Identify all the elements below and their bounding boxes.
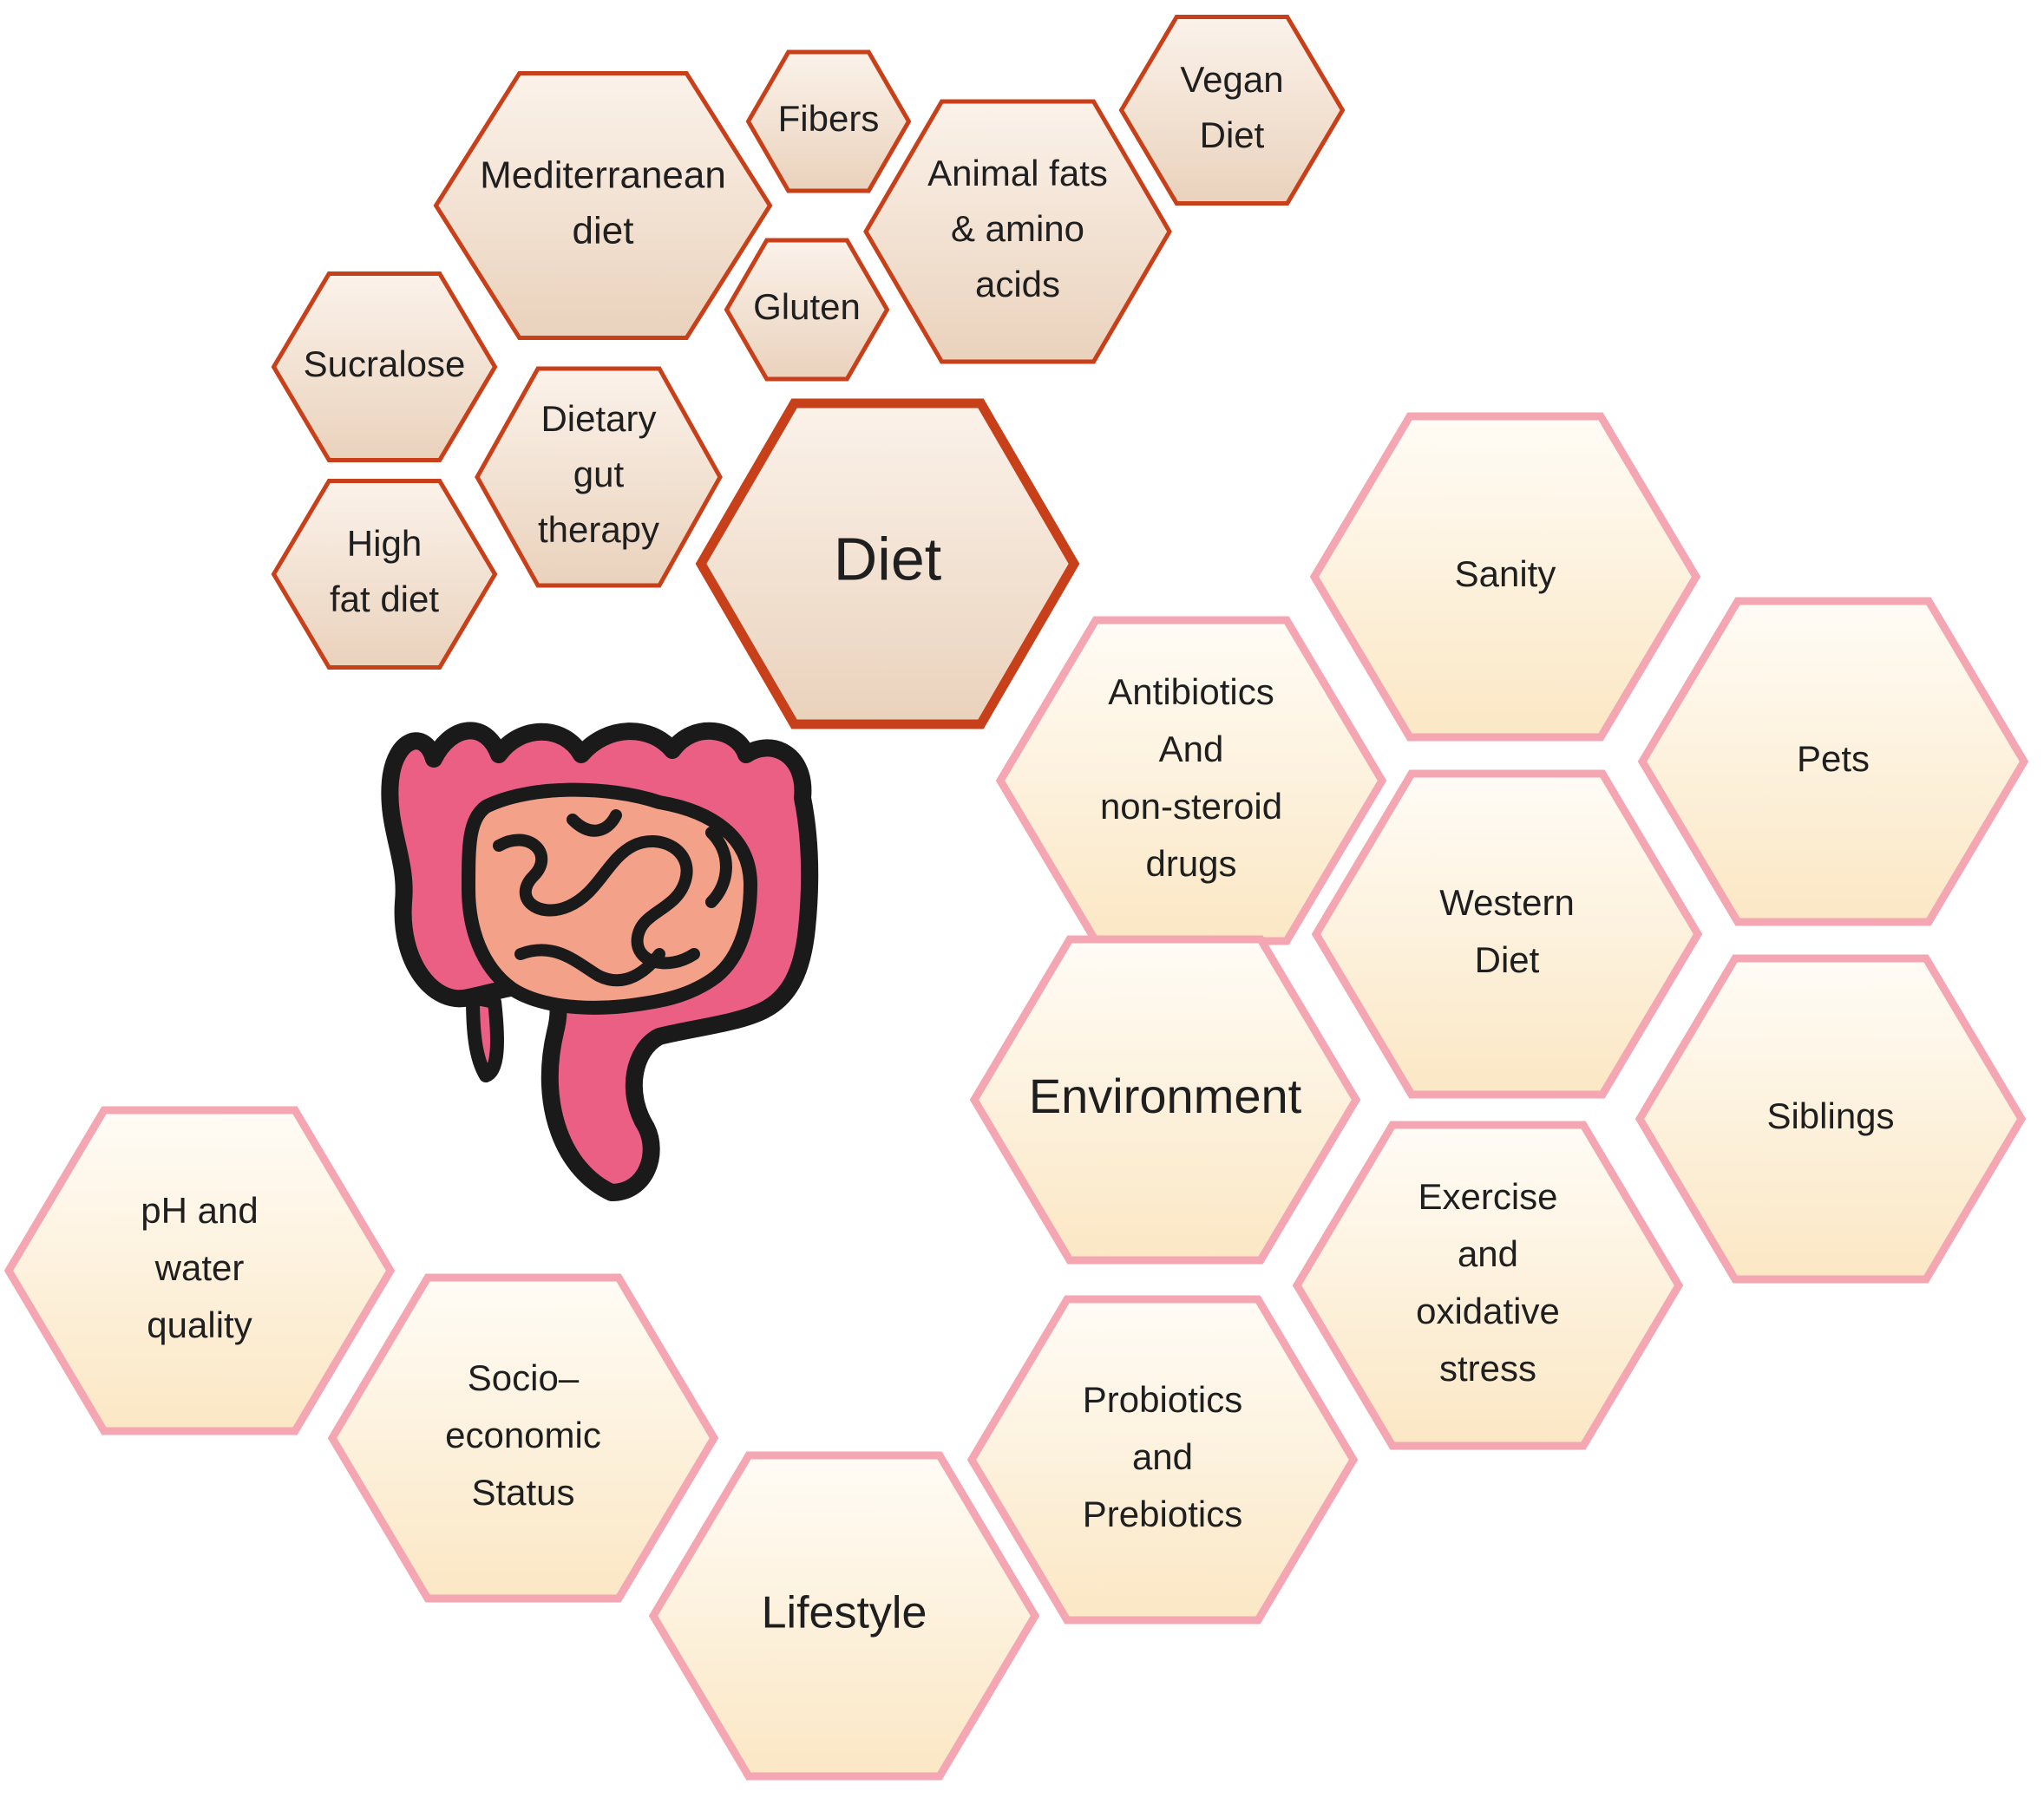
hexagon-label-siblings: Siblings <box>1766 1095 1894 1136</box>
hexagon-shape-environment <box>969 935 1361 1265</box>
hexagon-exercise <box>1292 1121 1684 1450</box>
hexagon-pets <box>1637 597 2029 926</box>
hexagon-vegan <box>1118 15 1346 206</box>
hexagon-label-lifestyle: Lifestyle <box>762 1588 927 1638</box>
hexagon-shape-dietary-gut <box>475 366 723 588</box>
hexagon-label-probiotics: and <box>1132 1436 1193 1477</box>
hexagon-label-exercise: stress <box>1439 1348 1536 1389</box>
hexagon-label-exercise: Exercise <box>1418 1176 1557 1217</box>
hexagon-label-gluten: Gluten <box>753 286 861 327</box>
hexagon-diet <box>695 398 1080 729</box>
hexagon-shape-antibiotics <box>995 616 1387 945</box>
hexagon-label-diet: Diet <box>834 525 941 592</box>
hexagon-shape-sucralose <box>271 271 498 462</box>
hexagon-label-antibiotics: drugs <box>1145 843 1236 884</box>
hexagon-shape-fibers <box>745 49 912 193</box>
hexagon-shape-pets <box>1637 597 2029 926</box>
hexagon-gluten <box>724 238 890 382</box>
hexagon-shape-sanity <box>1309 412 1701 742</box>
hexagon-label-probiotics: Probiotics <box>1083 1379 1242 1420</box>
hexagon-mediterranean <box>433 71 773 340</box>
hexagon-sucralose <box>271 271 498 462</box>
hexagon-ph-water <box>3 1106 396 1435</box>
hexagon-label-antibiotics: non-steroid <box>1100 786 1282 827</box>
hexagon-label-ph-water: quality <box>147 1304 252 1345</box>
hexagon-label-dietary-gut: therapy <box>538 509 659 550</box>
hexagon-label-mediterranean: diet <box>573 210 634 252</box>
hexagon-shape-diet <box>695 398 1080 729</box>
hexagon-shape-ph-water <box>3 1106 396 1435</box>
hexagon-label-socio: Status <box>471 1472 574 1513</box>
hexagon-label-sucralose: Sucralose <box>304 343 466 384</box>
hexagon-siblings <box>1635 954 2027 1284</box>
hexagon-label-environment: Environment <box>1029 1069 1302 1123</box>
hexagon-shape-lifestyle <box>648 1451 1040 1781</box>
hexagon-socio <box>327 1273 719 1603</box>
hexagon-sanity <box>1309 412 1701 742</box>
hexagon-label-vegan: Diet <box>1200 114 1265 155</box>
hexagon-shape-exercise <box>1292 1121 1684 1450</box>
intestine-icon <box>381 722 819 1201</box>
hexagon-label-dietary-gut: gut <box>573 454 625 494</box>
hexagon-dietary-gut <box>475 366 723 588</box>
hexagon-label-pets: Pets <box>1797 738 1870 779</box>
hexagon-high-fat <box>271 479 498 670</box>
hexagon-label-socio: Socio– <box>468 1357 580 1398</box>
hexagon-shape-probiotics <box>966 1295 1359 1625</box>
hexagon-antibiotics <box>995 616 1387 945</box>
hexagon-label-antibiotics: Antibiotics <box>1108 671 1274 712</box>
hexagon-label-exercise: and <box>1458 1233 1518 1274</box>
hexagon-label-animal-fats: & amino <box>951 208 1084 249</box>
hexagon-label-exercise: oxidative <box>1416 1291 1560 1331</box>
hexagon-fibers <box>745 49 912 193</box>
hexagon-label-ph-water: pH and <box>141 1190 258 1231</box>
hexagon-shape-gluten <box>724 238 890 382</box>
hexagon-label-western: Diet <box>1475 939 1540 980</box>
hexagon-label-high-fat: High <box>347 523 422 564</box>
hexagon-animal-fats <box>863 99 1172 364</box>
hexagon-label-western: Western <box>1439 882 1575 923</box>
hexagon-label-probiotics: Prebiotics <box>1083 1494 1242 1534</box>
hexagon-lifestyle <box>648 1451 1040 1781</box>
hexagon-shape-mediterranean <box>433 71 773 340</box>
hexagon-label-sanity: Sanity <box>1455 553 1556 594</box>
hexagon-label-mediterranean: Mediterranean <box>480 154 726 197</box>
hexagon-label-high-fat: fat diet <box>330 579 439 619</box>
hexagon-shape-socio <box>327 1273 719 1603</box>
hexagon-label-dietary-gut: Dietary <box>540 398 656 439</box>
hexagon-label-socio: economic <box>445 1415 601 1455</box>
label-layer: DietMediterraneandietFibersGlutenAnimal … <box>141 59 1894 1638</box>
hexagon-shape-western <box>1311 769 1703 1099</box>
hexagon-probiotics <box>966 1295 1359 1625</box>
hexagon-environment <box>969 935 1361 1265</box>
hexagon-label-animal-fats: Animal fats <box>927 153 1108 193</box>
hexagon-shape-vegan <box>1118 15 1346 206</box>
hexagon-label-vegan: Vegan <box>1180 59 1283 100</box>
hexagon-western <box>1311 769 1703 1099</box>
hexagon-shape-siblings <box>1635 954 2027 1284</box>
hexagon-label-fibers: Fibers <box>778 98 880 139</box>
hexagon-label-animal-fats: acids <box>975 264 1060 304</box>
hexagon-label-antibiotics: And <box>1159 729 1224 769</box>
hexagon-layer <box>3 15 2029 1781</box>
hexagon-label-ph-water: water <box>154 1247 245 1288</box>
hexagon-shape-high-fat <box>271 479 498 670</box>
hexagon-shape-animal-fats <box>863 99 1172 364</box>
